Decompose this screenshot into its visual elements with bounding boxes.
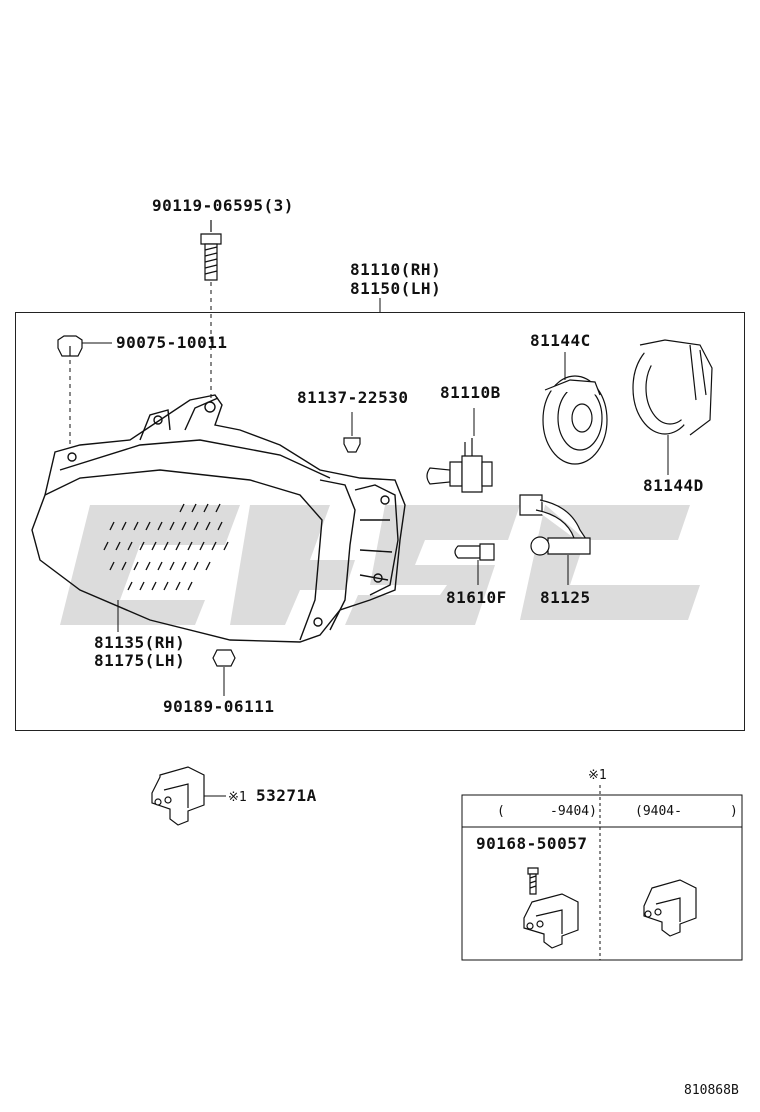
cover-c-label: 81144C bbox=[530, 331, 591, 350]
small-bulb-icon bbox=[454, 543, 495, 561]
clip-mid-label: 81137-22530 bbox=[297, 388, 409, 407]
diagram-id: 810868B bbox=[684, 1083, 739, 1098]
small-bulb-label: 81610F bbox=[446, 588, 507, 607]
lens-pattern bbox=[103, 503, 229, 591]
lens-rh-label: 81135(RH) bbox=[94, 633, 186, 652]
nut-icon bbox=[212, 649, 236, 667]
cover-c-icon bbox=[542, 375, 608, 465]
inset-bracket-left-icon bbox=[523, 893, 579, 949]
bracket-icon bbox=[151, 766, 205, 826]
inset-col2-close: ) bbox=[730, 804, 738, 819]
unit-lh-label: 81150(LH) bbox=[350, 279, 442, 298]
bulb-icon bbox=[426, 438, 493, 493]
inset-col2-header: (9404- bbox=[635, 804, 682, 819]
screw-label: 90168-50057 bbox=[476, 834, 588, 853]
socket-label: 81125 bbox=[540, 588, 591, 607]
clip-icon bbox=[57, 335, 83, 357]
inset-table bbox=[461, 785, 743, 961]
clip-mid-icon bbox=[343, 437, 361, 453]
bulb-label: 81110B bbox=[440, 383, 501, 402]
bolt-icon bbox=[200, 220, 222, 281]
assembly-frame bbox=[15, 312, 745, 731]
inset-col1-header: -9404) bbox=[550, 804, 597, 819]
unit-rh-label: 81110(RH) bbox=[350, 260, 442, 279]
bolt-label: 90119-06595(3) bbox=[152, 196, 294, 215]
inset-col1-open: ( bbox=[497, 804, 505, 819]
bracket-label: 53271A bbox=[256, 786, 317, 805]
cover-d-label: 81144D bbox=[643, 476, 704, 495]
bracket-mark: ※1 bbox=[228, 790, 247, 805]
socket-icon bbox=[519, 494, 591, 556]
cover-d-icon bbox=[632, 339, 713, 436]
headlamp-housing bbox=[31, 394, 406, 643]
screw-icon bbox=[527, 867, 539, 895]
nut-label: 90189-06111 bbox=[163, 697, 275, 716]
watermark-logo bbox=[60, 505, 700, 625]
lens-lh-label: 81175(LH) bbox=[94, 651, 186, 670]
clip-top-label: 90075-10011 bbox=[116, 333, 228, 352]
inset-mark: ※1 bbox=[588, 768, 607, 783]
inset-bracket-right-icon bbox=[643, 879, 697, 937]
